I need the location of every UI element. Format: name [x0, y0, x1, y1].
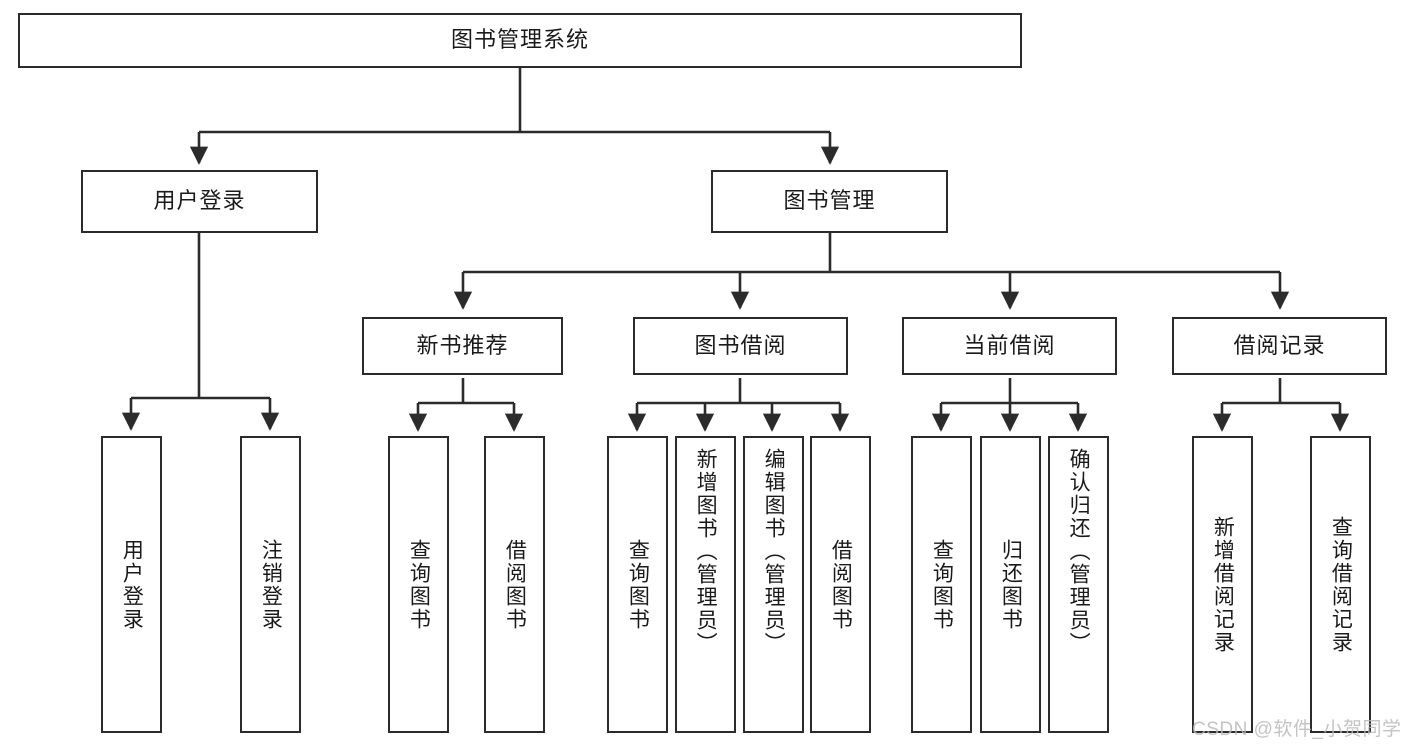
node-book-borrow[interactable]: 图书借阅	[633, 317, 848, 375]
node-book-management[interactable]: 图书管理	[711, 170, 948, 233]
node-user-login[interactable]: 用户登录	[81, 170, 318, 233]
node-label: 注销登录	[259, 538, 283, 631]
node-label: 当前借阅	[963, 332, 1056, 358]
leaf-return-book[interactable]: 归还图书	[980, 436, 1041, 733]
leaf-add-book-admin[interactable]: 新增图书（管理员）	[675, 436, 736, 733]
node-label: 查询图书	[626, 538, 650, 631]
node-label: 图书管理	[783, 188, 876, 214]
leaf-borrow-book-recommend[interactable]: 借阅图书	[484, 436, 545, 733]
leaf-borrow-book[interactable]: 借阅图书	[810, 436, 871, 733]
node-label: 用户登录	[120, 538, 144, 631]
leaf-confirm-return-admin[interactable]: 确认归还（管理员）	[1048, 436, 1109, 733]
leaf-logout[interactable]: 注销登录	[240, 436, 301, 733]
node-label: 查询图书	[407, 538, 431, 631]
leaf-user-login[interactable]: 用户登录	[101, 436, 162, 733]
leaf-add-borrow-record[interactable]: 新增借阅记录	[1192, 436, 1253, 733]
leaf-edit-book-admin[interactable]: 编辑图书（管理员）	[743, 436, 804, 733]
node-label: 查询图书	[930, 538, 954, 631]
node-label: 借阅图书	[503, 538, 527, 631]
node-current-borrow[interactable]: 当前借阅	[902, 317, 1117, 375]
watermark-text: CSDN @软件_小贺同学	[1192, 719, 1402, 740]
node-label: 新书推荐	[416, 332, 509, 358]
node-label: 归还图书	[999, 538, 1023, 631]
node-borrow-record[interactable]: 借阅记录	[1172, 317, 1387, 375]
node-label: 图书借阅	[694, 332, 787, 358]
node-root-system[interactable]: 图书管理系统	[18, 13, 1022, 68]
node-label: 图书管理系统	[450, 27, 589, 53]
leaf-query-borrow-record[interactable]: 查询借阅记录	[1310, 436, 1371, 733]
node-label: 编辑图书（管理员）	[762, 448, 786, 655]
node-label: 新增图书（管理员）	[694, 448, 718, 655]
node-label: 用户登录	[153, 188, 246, 214]
node-label: 借阅图书	[829, 538, 853, 631]
node-label: 新增借阅记录	[1211, 515, 1235, 654]
leaf-query-book-recommend[interactable]: 查询图书	[388, 436, 449, 733]
node-label: 确认归还（管理员）	[1067, 448, 1091, 655]
node-label: 借阅记录	[1233, 332, 1326, 358]
leaf-query-book-current[interactable]: 查询图书	[911, 436, 972, 733]
node-new-book-recommend[interactable]: 新书推荐	[362, 317, 563, 375]
node-label: 查询借阅记录	[1329, 515, 1353, 654]
leaf-query-book-borrow[interactable]: 查询图书	[607, 436, 668, 733]
